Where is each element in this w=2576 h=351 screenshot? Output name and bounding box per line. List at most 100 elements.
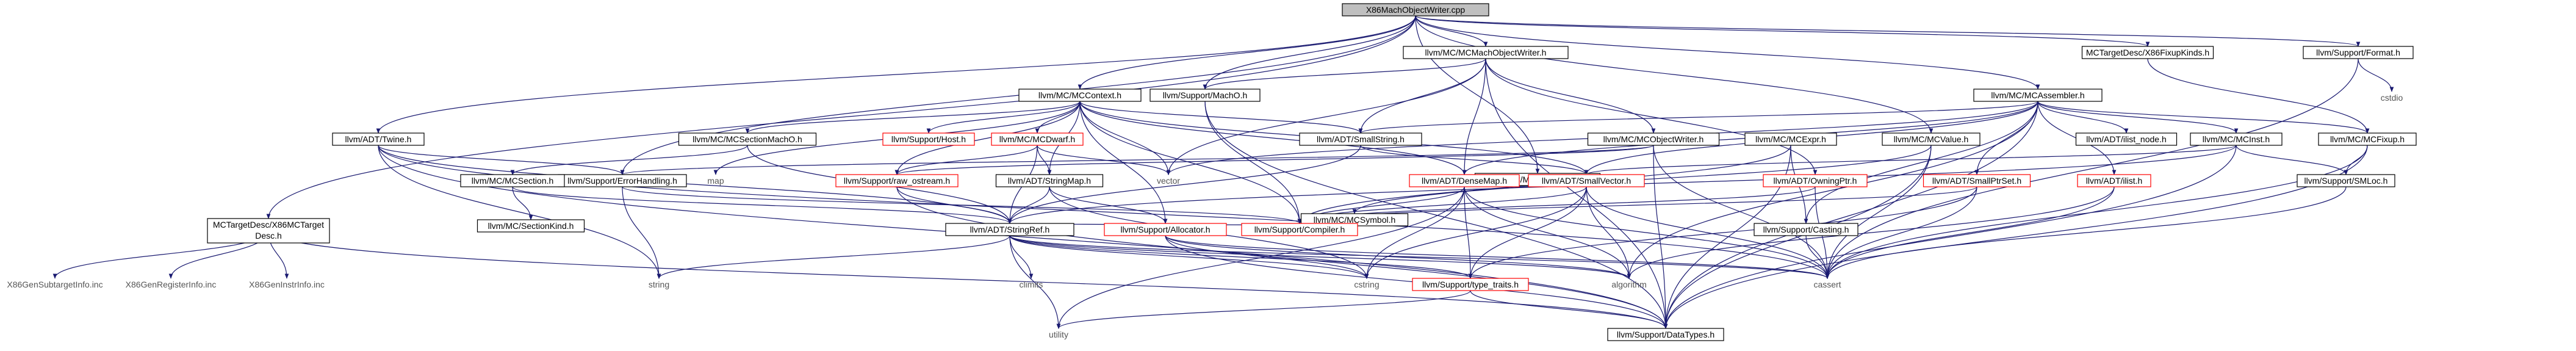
- node-label-stringmap: llvm/ADT/StringMap.h: [1008, 176, 1091, 186]
- include-edge-densemap-to-cstring: [1364, 186, 1465, 279]
- node-box-mcsectionmacho: [678, 132, 817, 146]
- node-mcmachow[interactable]: llvm/MC/MCMachObjectWriter.h: [1403, 46, 1569, 59]
- include-edge-ilist-to-algorithm: [1627, 186, 2115, 279]
- node-label-mcsectionmacho: llvm/MC/MCSectionMachO.h: [693, 134, 802, 144]
- node-label-twine: llvm/ADT/Twine.h: [345, 134, 412, 144]
- include-edge-mcassembler-to-mcinst: [2037, 101, 2239, 134]
- node-mcvalue[interactable]: llvm/MC/MCValue.h: [1882, 132, 1981, 146]
- node-box-mcinst: [2190, 132, 2283, 146]
- include-edge-densemap-to-typetraits: [1464, 186, 1473, 279]
- node-mcfixup[interactable]: llvm/MC/MCFixup.h: [2318, 132, 2417, 146]
- node-errorhandling[interactable]: llvm/Support/ErrorHandling.h: [558, 174, 687, 187]
- include-edge-smallvector-to-cstring: [1364, 186, 1587, 279]
- node-mcsymbol[interactable]: llvm/MC/MCSymbol.h: [1300, 213, 1409, 226]
- node-smallstring[interactable]: llvm/ADT/SmallString.h: [1299, 132, 1422, 146]
- node-mcdwarf[interactable]: llvm/MC/MCDwarf.h: [991, 132, 1084, 146]
- node-mcsectionmacho[interactable]: llvm/MC/MCSectionMachO.h: [678, 132, 817, 146]
- node-smallptrset[interactable]: llvm/ADT/SmallPtrSet.h: [1923, 174, 2031, 187]
- node-algorithm: algorithm: [1611, 280, 1647, 289]
- node-box-mcobjectwriter: [1587, 132, 1720, 146]
- include-edge-smallptrset-to-cassert: [1825, 186, 1977, 279]
- node-label-mcmachow: llvm/MC/MCMachObjectWriter.h: [1425, 48, 1547, 57]
- node-box-smallptrset: [1923, 174, 2031, 187]
- node-label-owningptr: llvm/ADT/OwningPtr.h: [1774, 176, 1857, 186]
- include-edge-x86fixup-to-mcfixup: [2147, 58, 2370, 134]
- node-datatypes[interactable]: llvm/Support/DataTypes.h: [1607, 328, 1724, 341]
- node-cassert: cassert: [1813, 280, 1841, 289]
- include-edge-root-to-x86mctargetdesc_1: [266, 15, 1416, 219]
- node-densemap[interactable]: llvm/ADT/DenseMap.h: [1409, 174, 1520, 187]
- node-stringref[interactable]: llvm/ADT/StringRef.h: [945, 223, 1074, 236]
- include-edge-typetraits-to-datatypes: [1470, 290, 1668, 329]
- node-x86mctargetdesc_1[interactable]: MCTargetDesc/X86MCTarget: [207, 218, 330, 244]
- include-edge-smloc-to-cassert: [1825, 186, 2347, 279]
- node-registerinfo: X86GenRegisterInfo.inc: [126, 280, 217, 289]
- node-utility: utility: [1049, 330, 1068, 339]
- node-twine[interactable]: llvm/ADT/Twine.h: [332, 132, 425, 146]
- node-label-string: string: [649, 280, 669, 289]
- node-label-root: X86MachObjectWriter.cpp: [1366, 5, 1466, 15]
- node-format[interactable]: llvm/Support/Format.h: [2303, 46, 2414, 59]
- include-edge-mcmachow-to-smallstring: [1358, 58, 1486, 134]
- node-ilist[interactable]: llvm/ADT/ilist.h: [2077, 174, 2151, 187]
- include-edge-casting-to-cassert: [1805, 235, 1830, 279]
- node-stringmap[interactable]: llvm/ADT/StringMap.h: [995, 174, 1104, 187]
- node-label-format: llvm/Support/Format.h: [2316, 48, 2400, 57]
- node-label-algorithm: algorithm: [1611, 280, 1647, 289]
- include-edge-rawostream-to-datatypes: [896, 186, 1668, 329]
- node-rawostream[interactable]: llvm/Support/raw_ostream.h: [835, 174, 959, 187]
- node-mcexpr[interactable]: llvm/MC/MCExpr.h: [1744, 132, 1837, 146]
- include-edge-errorhandling-to-string: [622, 186, 661, 279]
- node-casting[interactable]: llvm/Support/Casting.h: [1754, 223, 1858, 236]
- node-macho[interactable]: llvm/Support/MachO.h: [1149, 89, 1261, 102]
- node-mcassembler[interactable]: llvm/MC/MCAssembler.h: [1973, 89, 2103, 102]
- node-label-mcdwarf: llvm/MC/MCDwarf.h: [999, 134, 1075, 144]
- include-edge-allocator-to-algorithm: [1165, 235, 1632, 279]
- include-edge-stringref-to-string: [657, 235, 1010, 279]
- node-compiler[interactable]: llvm/Support/Compiler.h: [1241, 223, 1358, 236]
- node-ilistnode[interactable]: llvm/ADT/ilist_node.h: [2075, 132, 2178, 146]
- include-edge-mcobjectwriter-to-errorhandling: [621, 145, 1654, 175]
- node-mcsection[interactable]: llvm/MC/MCSection.h: [460, 174, 565, 187]
- node-instrinfo: X86GenInstrInfo.inc: [249, 280, 325, 289]
- node-box-x86fixup: [2081, 46, 2214, 59]
- node-label-allocator: llvm/Support/Allocator.h: [1120, 225, 1210, 234]
- include-edge-mccontext-to-densemap: [1079, 101, 1467, 175]
- include-edge-stringref-to-typetraits: [1009, 235, 1473, 279]
- node-box-typetraits: [1412, 278, 1529, 291]
- node-box-host: [882, 132, 975, 146]
- node-typetraits[interactable]: llvm/Support/type_traits.h: [1412, 278, 1529, 291]
- node-mcobjectwriter[interactable]: llvm/MC/MCObjectWriter.h: [1587, 132, 1720, 146]
- node-mcinst[interactable]: llvm/MC/MCInst.h: [2190, 132, 2283, 146]
- node-label-cstdio: cstdio: [2381, 93, 2403, 103]
- include-edge-mccontext-to-smallstring: [1079, 101, 1363, 134]
- node-smloc[interactable]: llvm/Support/SMLoc.h: [2297, 174, 2395, 187]
- node-root[interactable]: X86MachObjectWriter.cpp: [1342, 3, 1489, 16]
- include-edge-stringmap-to-allocator: [1049, 186, 1168, 224]
- node-smallvector[interactable]: llvm/ADT/SmallVector.h: [1528, 174, 1645, 187]
- node-label-climits: climits: [1020, 280, 1043, 289]
- include-edge-root-to-twine: [376, 15, 1416, 134]
- include-edge-stringref-to-cstring: [1009, 235, 1369, 279]
- node-box-datatypes: [1607, 328, 1724, 341]
- node-box-mcsectionkind: [477, 219, 585, 233]
- node-host[interactable]: llvm/Support/Host.h: [882, 132, 975, 146]
- include-edge-format-to-cstdio: [2358, 58, 2394, 92]
- node-x86fixup[interactable]: MCTargetDesc/X86FixupKinds.h: [2081, 46, 2214, 59]
- include-edge-ilist-to-cassert: [1825, 186, 2115, 279]
- include-edge-format-to-cassert: [1825, 58, 2359, 279]
- node-box-stringref: [945, 223, 1074, 236]
- include-edge-allocator-to-cassert: [1165, 235, 1830, 279]
- include-edge-typetraits-to-utility: [1056, 290, 1471, 329]
- node-mcsectionkind[interactable]: llvm/MC/SectionKind.h: [477, 219, 585, 233]
- node-owningptr[interactable]: llvm/ADT/OwningPtr.h: [1763, 174, 1868, 187]
- node-box-macho: [1149, 89, 1261, 102]
- node-box-mcassembler: [1973, 89, 2103, 102]
- node-label-instrinfo: X86GenInstrInfo.inc: [249, 280, 325, 289]
- node-label-datatypes: llvm/Support/DataTypes.h: [1617, 330, 1714, 339]
- node-mccontext[interactable]: llvm/MC/MCContext.h: [1018, 89, 1142, 102]
- node-box-owningptr: [1763, 174, 1868, 187]
- node-allocator[interactable]: llvm/Support/Allocator.h: [1104, 223, 1227, 236]
- node-box-x86mctargetdesc_1: [207, 218, 330, 244]
